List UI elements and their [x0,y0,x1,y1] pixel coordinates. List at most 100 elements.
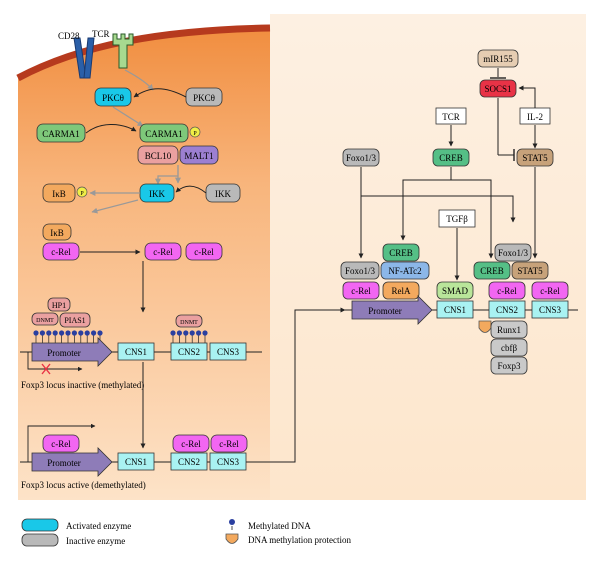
ikb-bound-label: IκB [50,228,64,238]
cd28-label: CD28 [58,31,80,41]
carma1-phospho-icon [189,126,201,138]
methylated-dna-icon [71,330,77,336]
crel-active-promoter-label: c-Rel [51,439,71,449]
cns2-right-label: CNS2 [496,305,518,315]
ikb-phospho-box [42,183,76,203]
crel-active-cns2-box [172,434,210,453]
promoter-right-arrow [351,295,433,325]
cns2-active-label: CNS2 [178,457,200,467]
creb-cns2-box [473,261,511,280]
ikb-phospho-icon [76,186,88,198]
dnmt-label-1: DNMT [36,318,54,324]
legend-protection-icon [225,533,239,544]
legend-protection-label: DNA methylation protection [248,535,351,545]
methylation-protection-icon [478,320,492,333]
foxp3-label: Foxp3 [497,361,521,371]
methylated-dna-icon [46,330,52,336]
crel-free-label-1: c-Rel [153,247,173,257]
nfatc2-label: NF-ATc2 [388,266,421,276]
nfatc2-box [380,261,430,280]
carma1-free-box [36,123,86,143]
cbfb-label: cbfβ [501,343,517,353]
methylated-dna-icon [196,330,202,336]
promoter-right-label: Promoter [368,306,402,316]
legend-inactive-label: Inactive enzyme [66,536,125,546]
ikk-inactive-label: IKK [215,189,231,199]
cd28-receptor [73,37,95,79]
smad-label: SMAD [442,286,469,296]
tcr-right-label: TCR [442,112,460,122]
bcl10-label: BCL10 [145,151,172,161]
transcription-arrow [27,423,96,462]
socs1-label: SOCS1 [484,84,511,94]
promoter-inactive-label: Promoter [47,348,81,358]
hp1-label: HP1 [52,301,66,310]
crel-bound-box [42,242,80,261]
cns2-inactive-box [170,342,208,361]
promoter-inactive-arrow [31,337,113,367]
foxo-top-box [342,148,380,167]
cns1-inactive-box [117,342,155,361]
cns2-inactive-label: CNS2 [178,347,200,357]
tgfb-box [438,209,476,228]
ikb-phospho-p-label: P [80,191,84,197]
il2-label: IL-2 [527,112,543,122]
crel-active-cns3-label: c-Rel [219,439,239,449]
foxo-cns2-box [494,243,532,262]
crel-free-box-2 [185,242,223,261]
methylated-dna-icon [84,330,90,336]
nucleus-region [270,14,586,500]
malt1-box [179,145,219,165]
foxo-cns2-label: Foxo1/3 [498,248,529,258]
methylated-dna-icon [91,330,97,336]
pias1-label: PIAS1 [64,316,85,325]
crel-active-promoter-box [42,434,80,453]
pkc-active-label: PKCθ [102,93,124,103]
crel-cns2-box [488,281,526,300]
carma1-free-label: CARMA1 [42,129,80,139]
crel-bound-label: c-Rel [51,247,71,257]
runx1-label: Runx1 [497,325,521,335]
cns2-active-box [170,452,208,471]
methylated-dna-icon [59,330,65,336]
stat5-cns2-box [511,261,549,280]
legend-inactive-swatch [21,533,59,547]
hp1-box [47,297,71,312]
cns3-inactive-box [209,342,247,361]
cns3-right-box [531,300,569,319]
ikk-active-label: IKK [149,189,165,199]
crel-free-label-2: c-Rel [194,247,214,257]
carma1-bound-label: CARMA1 [145,129,183,139]
ikb-phospho-label: IκB [52,189,66,199]
mir155-box [477,49,519,68]
bcl10-box [137,145,179,165]
methylated-dna-icon [97,330,103,336]
connector-to-right-panel [262,307,346,463]
legend-methylated-label: Methylated DNA [248,521,311,531]
creb-top-box [432,148,470,167]
methylated-dna-icon [176,330,182,336]
pkc-active-box [94,87,132,107]
cbfb-box [490,338,528,357]
cns3-inactive-label: CNS3 [217,347,240,357]
dnmt-label-2: DNMT [180,320,198,326]
stat5-top-box [516,148,554,167]
creb-promoter-label: CREB [389,248,413,258]
dnmt-box-2 [175,314,203,328]
creb-promoter-box [382,243,420,262]
crel-promoter-label: c-Rel [351,286,371,296]
methylated-dna-icon [52,330,58,336]
foxp3-box [490,356,528,375]
methylated-dna-pins-cns2 [170,330,208,343]
foxo-promoter-label: Foxo1/3 [345,266,376,276]
smad-box [436,281,474,300]
legend-activated-swatch [21,518,59,532]
cns1-active-label: CNS1 [125,457,147,467]
tgfb-label: TGFβ [446,214,468,224]
tcr-receptor [112,33,134,69]
foxo-promoter-box [340,261,380,280]
cns3-right-label: CNS3 [539,305,562,315]
foxo-top-label: Foxo1/3 [346,153,377,163]
